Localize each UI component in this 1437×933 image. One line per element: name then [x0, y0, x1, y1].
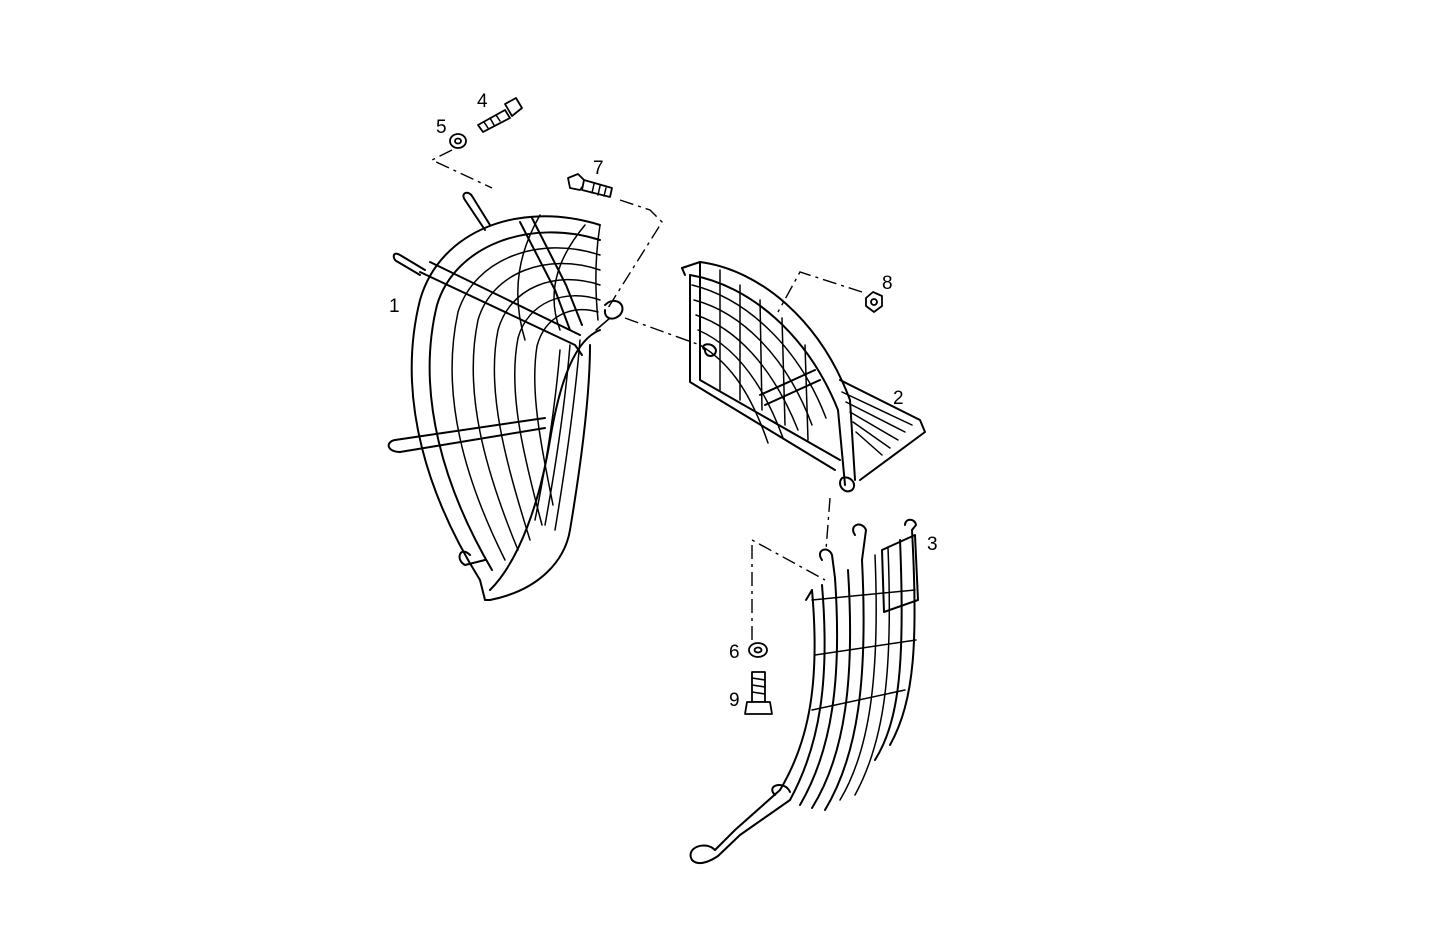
callout-2: 2	[893, 388, 904, 409]
callout-1: 1	[389, 296, 400, 317]
part-8-nut	[865, 291, 883, 313]
callout-5: 5	[436, 117, 447, 138]
part-9-bolt	[744, 671, 773, 715]
callout-6: 6	[729, 642, 740, 663]
part-2-upper-right-fan-guard	[681, 261, 926, 493]
part-3-lower-fan-guard	[689, 518, 919, 865]
leader-nut-8	[777, 271, 863, 313]
part-6-washer	[748, 642, 768, 658]
callout-9: 9	[729, 690, 740, 711]
callout-3: 3	[927, 534, 938, 555]
assembly-leader-lines	[430, 149, 863, 640]
leader-bolt-7	[607, 199, 663, 309]
part-7-bolt	[567, 173, 613, 198]
leader-washer-5	[430, 149, 493, 189]
part-1-left-fan-guard	[387, 191, 624, 601]
callout-8: 8	[882, 273, 893, 294]
leader-part2-part3	[825, 497, 831, 551]
leader-washer-6	[751, 538, 826, 640]
callout-labels: 1 2 3 4 5 6 7 8 9	[389, 91, 938, 711]
callout-4: 4	[477, 91, 488, 112]
leader-part1-part2	[624, 317, 701, 346]
part-5-washer	[449, 133, 467, 149]
part-4-bolt	[477, 97, 523, 133]
callout-7: 7	[593, 158, 604, 179]
